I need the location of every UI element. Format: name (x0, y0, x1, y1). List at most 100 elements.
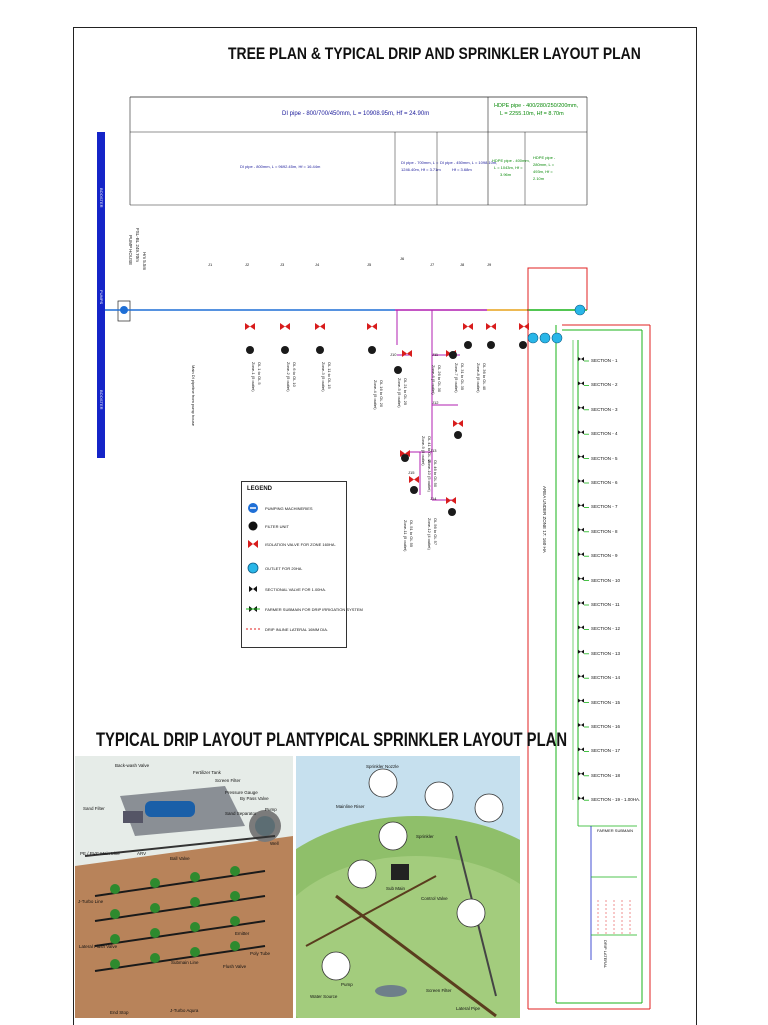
drip-layout-drawing (75, 756, 293, 1018)
sectional-valve (578, 723, 584, 727)
section-label: SECTION - 10 (591, 577, 621, 583)
di-seg-1-label: DI pipe - 800mm, L = 9692.45m, Hf = 16.4… (240, 164, 321, 169)
sprinkler-callout: Sub Main (386, 886, 406, 891)
di-seg-3b: Hf = 3.68m (452, 167, 472, 172)
junction-label: J14 (430, 496, 437, 501)
legend-row-sectional: SECTIONAL VALVE FOR 1.00HA. (246, 582, 326, 596)
legend-row-lateral: DRIP INLINE LATERAL 16MM DIA. (246, 622, 328, 636)
hdpe-seg-2a: HDPE pipe - (533, 155, 556, 160)
junction-label: J5 (367, 262, 372, 267)
drawing-sheet (73, 27, 697, 1025)
di-seg-3a: DI pipe - 450mm, L = 1098.10m, (440, 160, 498, 165)
sectional-valve (578, 698, 584, 703)
drip-callout: Sand Separator (225, 811, 257, 816)
zone-outlet-range: OL 56 to OL 57 (433, 518, 438, 546)
sectional-valve (578, 430, 584, 435)
sprinkler-callout: Lateral Pipe (456, 1006, 481, 1011)
hdpe-seg-2c: 493m, Hf = (533, 169, 553, 174)
hdpe-seg-1a: HDPE pipe - 400mm, (492, 158, 530, 163)
sectional-valves (578, 357, 589, 801)
sectional-valve (578, 674, 584, 679)
booster-bar (97, 132, 105, 458)
zone-outlet-range: OL 31 to OL 35 (460, 363, 465, 391)
junction-label: J13 (430, 448, 437, 453)
sectional-valve (578, 357, 584, 361)
sectional-valve (578, 771, 584, 776)
junction-label: J8 (460, 262, 465, 267)
sprinkler-callout: Sprinkler Nozzle (366, 764, 399, 769)
sectional-valve (578, 552, 584, 557)
drip-callout: J-Turbo Aqura (170, 1008, 199, 1013)
sectional-valve (578, 527, 584, 532)
zone-outlet-range: OL 21 to OL 25 (403, 378, 408, 406)
junction-label: J7 (430, 262, 435, 267)
junction-label: J2 (245, 262, 250, 267)
section-label: SECTION - 3 (591, 406, 618, 412)
sectional-valve (578, 503, 584, 508)
legend-label-outlet: OUTLET FOR 20HA. (265, 565, 303, 571)
drip-callout: Fertilizer Tank (193, 770, 221, 775)
farmer-submain-icon (246, 606, 260, 612)
hdpe-seg-2d: 2.10m (533, 176, 545, 181)
drip-callout: ARV (137, 851, 147, 856)
drip-callout: Sand Filter (83, 806, 105, 811)
filter-units (246, 341, 527, 516)
section-label: SECTION - 4 (591, 431, 618, 437)
section-label: SECTION - 12 (591, 626, 621, 632)
sprinkler-layout-title: TYPICAL SPRINKLER LAYOUT PLAN (306, 730, 568, 751)
isolation-valves (245, 323, 529, 504)
junction-label: J9 (487, 262, 492, 267)
main-line-note: Main DI pipeline from pump house (191, 365, 196, 426)
drip-lateral-icon (246, 628, 260, 630)
drip-callout: Poly Tube (250, 951, 271, 956)
filter-icon (248, 521, 258, 531)
section-label: SECTION - 6 (591, 480, 618, 485)
drip-callout: Pump (265, 807, 277, 812)
area-label: AREA UNDER ZONE 17: 160 HA (542, 486, 547, 553)
section-label: SECTION - 13 (591, 650, 621, 656)
legend-label-isolation: ISOLATION VALVE FOR ZONE 160HA. (265, 541, 336, 547)
farmer-submain-label: FARMER SUBMAIN (597, 828, 634, 833)
zone-outlet-range: OL 1 to OL 5 (257, 362, 262, 385)
main-title: TREE PLAN & TYPICAL DRIP AND SPRINKLER L… (228, 44, 641, 63)
booster-label-mid: PUMPS (99, 290, 104, 305)
di-pipe-label: DI pipe - 800/700/450mm, L = 10908.95m, … (282, 111, 430, 117)
zone-outlet-range: OL 11 to OL 15 (327, 362, 332, 389)
junction-label: J1 (208, 262, 213, 267)
drip-callout: Ball Valve (170, 856, 190, 861)
zone-outlet-range: OL 6 to OL 10 (292, 362, 297, 387)
outlet-icon (247, 562, 259, 574)
sprinkler-layout-drawing (296, 756, 520, 1018)
section-label: SECTION - 11 (591, 602, 620, 607)
sectional-valve-icon (249, 586, 257, 592)
drip-callout: Screen Filter (215, 778, 241, 783)
drip-callout: Pressure Gauge (225, 790, 258, 795)
di-seg-2b: 1246.40m, Hf = 3.71m (401, 167, 441, 172)
sprinkler-callout: Mainline Riser (336, 804, 365, 809)
junction-label: J6 (400, 256, 405, 261)
legend-row-outlet: OUTLET FOR 20HA. (246, 561, 303, 575)
sectional-valve (578, 796, 584, 801)
zone-outlet-range: OL 46 to OL 50 (433, 460, 438, 488)
zone-outlet-range: OL 41 to OL 45 (427, 436, 432, 464)
section-label: SECTION - 14 (591, 675, 621, 681)
pump-house-elev: FSL-BL 249.70m (135, 228, 140, 262)
sectional-valve (578, 381, 584, 386)
drip-callout: J-Turbo Line (78, 899, 104, 904)
sectional-valve (578, 405, 584, 410)
legend-title: LEGEND (247, 486, 273, 492)
junction-label: J3 (280, 262, 285, 267)
legend-row-filter: FILTER UNIT (246, 519, 289, 533)
section-label: SECTION - 18 (591, 772, 621, 778)
sprinkler-callout: Control Valve (421, 896, 448, 901)
hdpe-pipe-label-2: L = 2255.10m, Hf = 8.70m (500, 111, 564, 117)
zone-outlet-range: OL 26 to OL 30 (437, 365, 442, 393)
booster-label-top: BOOSTER (99, 188, 104, 208)
di-seg-2a: DI pipe - 700mm, L = (401, 160, 439, 165)
zone-outlet-range: OL 36 to OL 40 (482, 363, 487, 391)
sectional-valve (578, 601, 584, 605)
pump-icon (248, 503, 258, 513)
